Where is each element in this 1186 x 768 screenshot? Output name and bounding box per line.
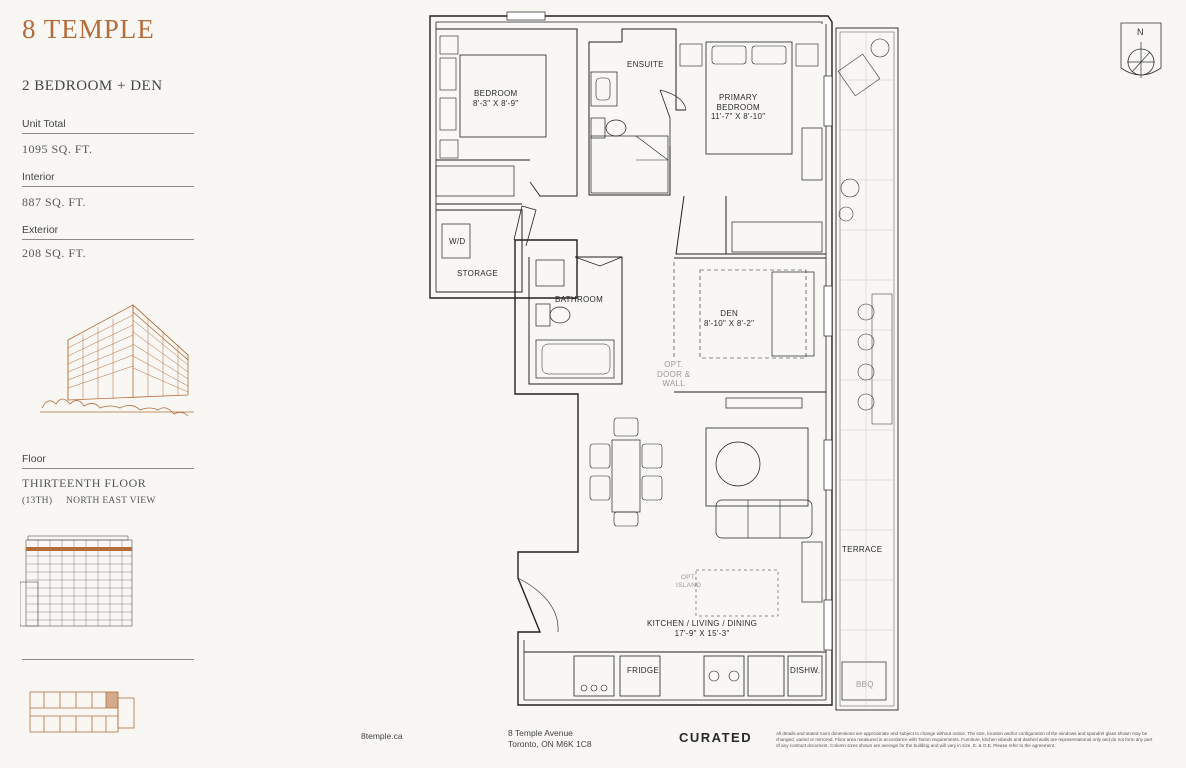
divider — [22, 659, 194, 660]
compass-north-label: N — [1137, 27, 1144, 37]
spec-value-exterior: 208 SQ. FT. — [22, 246, 86, 260]
floor-view: NORTH EAST VIEW — [66, 496, 156, 506]
wd-label: W/D — [449, 237, 466, 246]
room-bathroom-label: BATHROOM — [555, 295, 604, 304]
opt-island-label: OPT.ISLAND — [676, 574, 702, 589]
address-line-2: Toronto, ON M6K 1C8 — [508, 739, 592, 749]
north-compass-icon — [1120, 22, 1162, 78]
spec-value-unit-total: 1095 SQ. FT. — [22, 142, 93, 156]
room-ensuite-label: ENSUITE — [627, 60, 664, 69]
spec-label-unit-total: Unit Total — [22, 118, 194, 134]
bbq-label: BBQ — [856, 680, 874, 689]
floor-label: Floor — [22, 453, 194, 469]
floor-plan — [429, 11, 899, 711]
floor-value: THIRTEENTH FLOOR — [22, 476, 147, 490]
terrace-label: TERRACE — [842, 545, 883, 554]
unit-type: 2 BEDROOM + DEN — [22, 78, 163, 94]
fridge-label: FRIDGE — [627, 666, 660, 675]
curated-logo: CURATED — [679, 730, 753, 745]
dishwasher-label: DISHW. — [790, 666, 821, 675]
building-elevation — [20, 535, 133, 627]
website-link[interactable]: 8temple.ca — [361, 731, 403, 741]
spec-label-exterior: Exterior — [22, 224, 194, 240]
brand-logo: 8 TEMPLE — [22, 14, 155, 44]
disclaimer-text: All details and stated room dimensions a… — [776, 731, 1153, 749]
room-storage-label: STORAGE — [457, 269, 499, 278]
spec-value-interior: 887 SQ. FT. — [22, 195, 86, 209]
key-plan — [29, 691, 135, 733]
spec-label-interior: Interior — [22, 171, 194, 187]
address-line-1: 8 Temple Avenue — [508, 728, 573, 738]
floor-ordinal: (13TH) — [22, 496, 53, 506]
building-sketch — [40, 304, 194, 417]
opt-door-wall-label: OPT.DOOR &WALL — [657, 360, 691, 388]
